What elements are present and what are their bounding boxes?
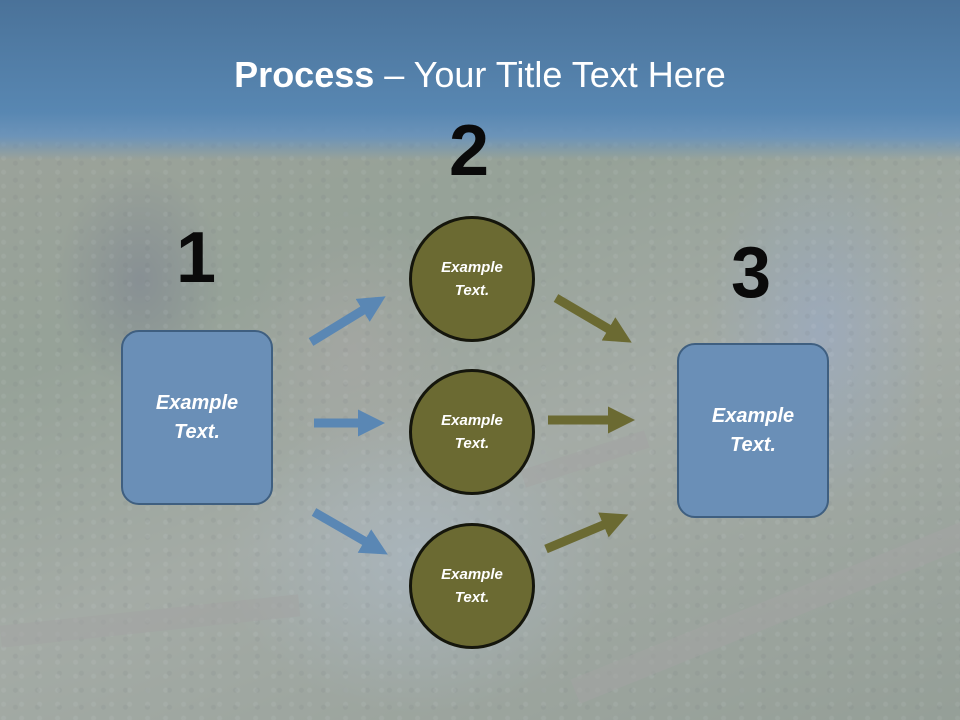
circle-middle-text: Example Text.	[441, 412, 503, 452]
title-bold: Process	[234, 54, 375, 95]
step-number-2: 2	[449, 111, 490, 191]
step-number-3: 3	[731, 233, 772, 313]
circle-top: Example Text.	[409, 216, 535, 342]
circle-middle: Example Text.	[409, 369, 535, 495]
arrow-left-to-bottom	[311, 508, 388, 555]
arrow-bottom-to-right	[544, 512, 629, 554]
circle-bottom: Example Text.	[409, 523, 535, 649]
step-number-1: 1	[176, 218, 217, 298]
circle-bottom-text: Example Text.	[441, 566, 503, 606]
slide-title: Process – Your Title Text Here	[0, 54, 960, 96]
right-text-box: Example Text.	[677, 343, 829, 518]
arrow-top-to-right	[553, 294, 632, 343]
left-box-text: Example Text.	[155, 391, 239, 443]
title-rest: – Your Title Text Here	[374, 54, 726, 95]
arrow-left-to-top	[308, 296, 386, 346]
title-band	[0, 0, 960, 160]
left-text-box: Example Text.	[121, 330, 273, 505]
right-box-text: Example Text.	[711, 404, 795, 456]
circle-top-text: Example Text.	[441, 259, 503, 299]
